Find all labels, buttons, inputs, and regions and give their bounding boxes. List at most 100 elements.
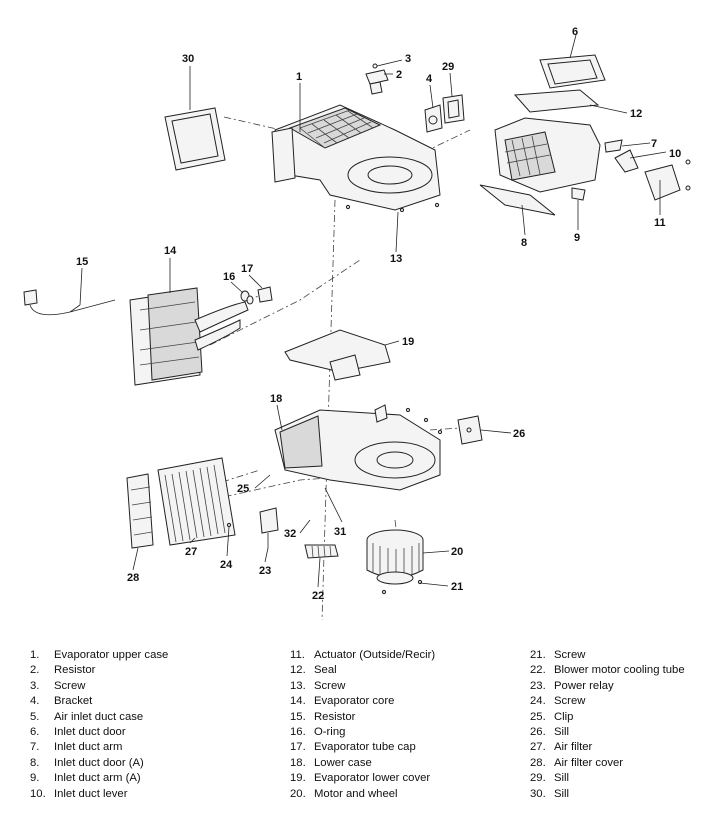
callout-15: 15 — [76, 256, 88, 268]
callout-26: 26 — [513, 428, 525, 440]
callout-1: 1 — [296, 71, 302, 83]
legend-item-label: Inlet duct arm — [54, 741, 123, 754]
legend-item-number: 13. — [290, 679, 306, 692]
blower-motor-cooling-tube — [304, 544, 339, 559]
legend-item: 3.Screw — [30, 679, 168, 694]
inlet-duct-door-8 — [479, 184, 556, 216]
o-ring-16 — [240, 290, 254, 305]
callout-28: 28 — [127, 572, 139, 584]
air-filter-cover — [126, 473, 154, 549]
legend-item-label: Evaporator upper case — [54, 649, 169, 661]
legend-item-label: Inlet duct lever — [54, 787, 128, 800]
legend-item-number: 1. — [30, 649, 40, 661]
legend-item-number: 24. — [530, 695, 546, 708]
callout-7: 7 — [651, 138, 657, 150]
callout-12: 12 — [630, 108, 642, 120]
legend-item: 2.Resistor — [30, 663, 168, 678]
callout-16: 16 — [223, 271, 235, 283]
evaporator-core — [129, 287, 249, 386]
legend-item-number: 6. — [30, 726, 40, 739]
legend-item-number: 2. — [30, 664, 40, 677]
legend-item: 17. Evaporator tube cap — [290, 740, 435, 755]
legend-item: 16.O-ring — [290, 725, 435, 740]
legend-item-label: Sill — [554, 787, 570, 800]
resistor-15 — [23, 289, 116, 316]
legend-item-number: 11. — [290, 649, 305, 661]
legend-item: 5. Air inlet duct case — [30, 710, 168, 725]
callout-labels: 1 2 3 4 5 6 7 8 9 10 11 12 13 14 15 16 1… — [76, 26, 681, 602]
callout-24: 24 — [220, 559, 233, 571]
legend-item-number: 4. — [30, 695, 40, 708]
callout-10: 10 — [669, 148, 681, 160]
legend-item: 15.Resistor — [290, 710, 435, 725]
legend-item-number: 14. — [290, 695, 306, 708]
callout-9: 9 — [574, 232, 580, 244]
evaporator-upper-case — [271, 104, 441, 211]
legend-item-number: 22. — [530, 664, 546, 677]
callout-21: 21 — [451, 581, 463, 593]
legend-item-label: Motor and wheel — [314, 787, 398, 800]
legend-item-number: 21. — [530, 649, 546, 661]
legend-item-number: 29. — [530, 772, 546, 785]
callout-17: 17 — [241, 263, 253, 275]
inlet-duct-lever-10 — [614, 149, 639, 173]
legend-item: 8. Inlet duct door (A) — [30, 756, 168, 771]
legend-item: 23.Power relay — [530, 679, 685, 694]
legend-item: 14.Evaporator core — [290, 694, 435, 709]
legend-item-label: Bracket — [54, 695, 93, 708]
inlet-duct-door-6 — [539, 54, 606, 89]
callout-30: 30 — [182, 53, 194, 65]
motor-and-wheel — [366, 529, 424, 585]
legend-item-number: 28. — [530, 756, 546, 769]
legend-item-label: Power relay — [554, 679, 614, 692]
legend-item-number: 5. — [30, 710, 40, 723]
legend-item: 20.Motor and wheel — [290, 787, 435, 802]
legend-item-label: Air inlet duct case — [54, 710, 144, 723]
sill-30-frame — [164, 107, 226, 171]
legend-item-number: 16. — [290, 726, 306, 739]
legend-item: 29. Sill — [530, 771, 685, 786]
legend-item-label: Screw — [554, 695, 586, 708]
legend-item: 13.Screw — [290, 679, 435, 694]
resistor-2 — [365, 63, 389, 95]
legend-item-label: Air filter — [554, 741, 593, 754]
legend-item-label: Sill — [554, 726, 570, 739]
inlet-duct-arm-9 — [571, 187, 586, 201]
legend-item: 18.Lower case — [290, 756, 435, 771]
callout-23: 23 — [259, 565, 271, 577]
legend-item-number: 8. — [30, 756, 40, 769]
callout-14: 14 — [164, 245, 177, 257]
legend-item-label: Inlet duct arm (A) — [54, 772, 141, 785]
legend-item-number: 18. — [290, 756, 306, 769]
callout-20: 20 — [451, 546, 463, 558]
legend-item: 6.Inlet duct door — [30, 725, 168, 740]
legend-item-label: Evaporator tube cap — [314, 741, 416, 754]
callout-32: 32 — [284, 528, 296, 540]
legend-item: 26. Sill — [530, 725, 685, 740]
legend-item: 10.Inlet duct lever — [30, 787, 168, 802]
lower-case-18 — [274, 404, 441, 491]
legend-item-label: Inlet duct door (A) — [54, 756, 144, 769]
screws — [226, 202, 443, 595]
legend-item-number: 25. — [530, 710, 546, 723]
legend-item-number: 30. — [530, 787, 546, 800]
legend-item-label: Evaporator lower cover — [314, 772, 431, 785]
legend-item: 1. Evaporator upper case — [30, 648, 168, 663]
seal-12 — [513, 89, 600, 113]
air-filter — [157, 457, 236, 546]
legend-item-label: Screw — [554, 649, 586, 661]
legend-item-number: 26. — [530, 726, 546, 739]
legend-item-number: 15. — [290, 710, 306, 723]
legend-item-number: 17. — [290, 741, 306, 754]
sill-26 — [457, 415, 483, 445]
legend-item-label: Sill — [554, 772, 570, 785]
callout-8: 8 — [521, 237, 527, 249]
legend-item-number: 12. — [290, 664, 306, 677]
bracket-4 — [424, 104, 443, 133]
legend-item: 7.Inlet duct arm — [30, 740, 168, 755]
legend-item-number: 19. — [290, 772, 306, 785]
callout-31: 31 — [334, 526, 346, 538]
